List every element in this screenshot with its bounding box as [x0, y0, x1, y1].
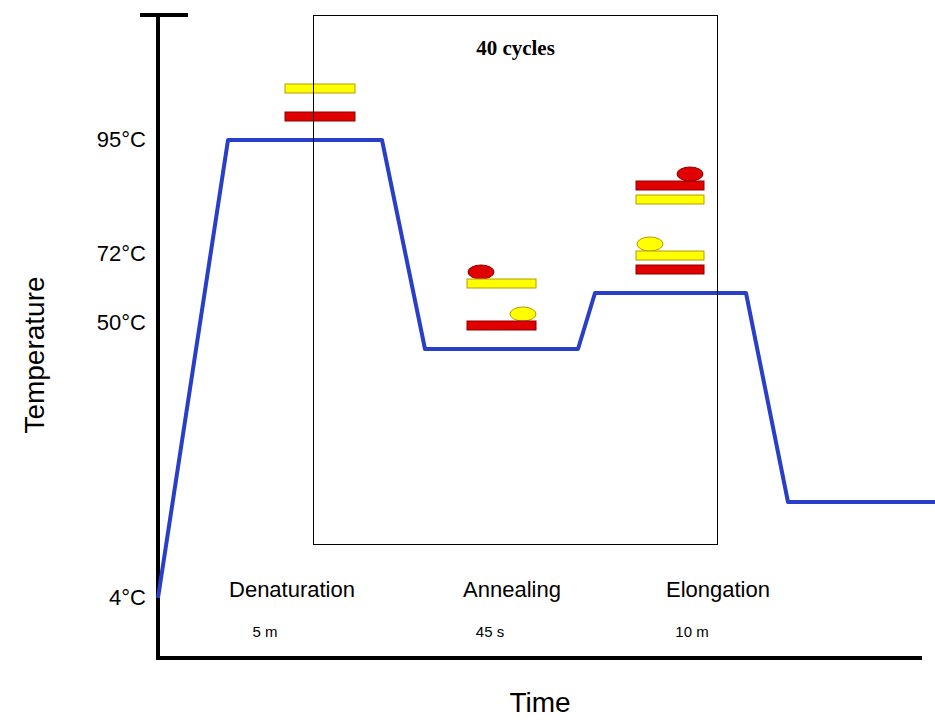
step-duration: 10 m [675, 624, 708, 641]
temperature-value: 50°C [97, 311, 146, 335]
cycle-count: 40 cycles [314, 16, 717, 61]
axis-title: Temperature [20, 276, 51, 433]
dna-strands-denaturation [285, 84, 355, 121]
temperature-value: 95°C [97, 128, 146, 152]
yellow-strand [636, 251, 704, 260]
red-strand [285, 112, 355, 121]
temperature-value: 4°C [109, 586, 146, 610]
axis-title: Time [509, 688, 570, 719]
y-axis [156, 15, 160, 660]
cycle-box: 40 cycles [313, 15, 718, 545]
y-axis-tick [140, 13, 188, 17]
dna-strands-elongation [636, 167, 704, 274]
red-strand [467, 321, 536, 330]
x-axis [156, 656, 922, 660]
yellow-primer [637, 237, 663, 251]
red-strand [636, 181, 704, 190]
red-primer [468, 265, 494, 279]
yellow-strand [285, 84, 355, 93]
yellow-strand [636, 195, 704, 204]
step-name: Denaturation [229, 578, 355, 602]
step-duration: 5 m [252, 624, 277, 641]
step-duration: 45 s [476, 624, 504, 641]
step-name: Elongation [666, 578, 770, 602]
red-strand [636, 265, 704, 274]
axes [140, 15, 922, 660]
temperature-value: 72°C [97, 242, 146, 266]
temperature-profile-line [158, 140, 935, 598]
red-primer [677, 167, 703, 181]
step-name: Annealing [463, 578, 561, 602]
yellow-primer [510, 307, 536, 321]
yellow-strand [467, 279, 536, 288]
dna-strands-annealing [467, 265, 536, 330]
